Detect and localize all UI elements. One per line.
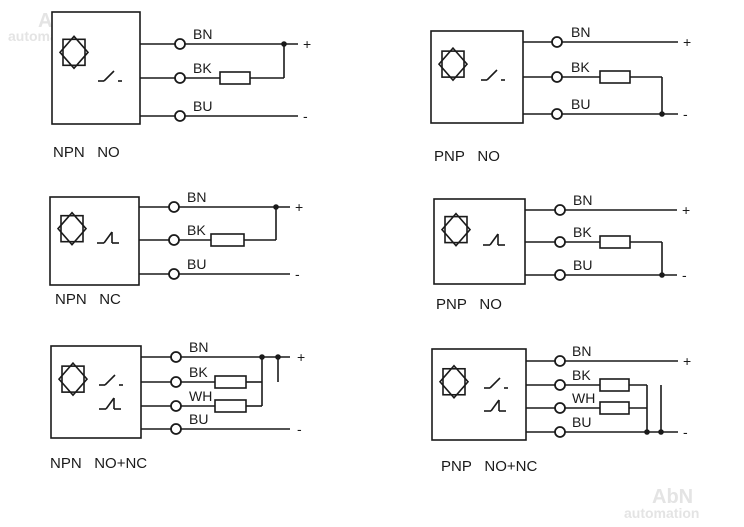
terminal-icon [174, 110, 186, 122]
wire-label: BU [572, 414, 591, 430]
terminal-icon [554, 204, 566, 216]
wire-label: BU [187, 256, 206, 272]
junction-dot [275, 354, 281, 360]
terminal-icon [551, 71, 563, 83]
normally-open-switch-icon [484, 377, 508, 389]
diagram-pnp-no: BN BK BU + - [430, 24, 691, 124]
junction-dot [259, 354, 265, 360]
wire-label: BK [571, 59, 590, 75]
sensor-symbol-icon [438, 364, 470, 399]
load-resistor [599, 235, 631, 249]
normally-open-switch-icon [99, 374, 123, 386]
terminal-icon [174, 38, 186, 50]
terminal-icon [168, 268, 180, 280]
wire-label: BU [571, 96, 590, 112]
normally-closed-switch-icon [99, 397, 121, 410]
terminal-icon [554, 355, 566, 367]
load-resistor [599, 401, 630, 415]
sensor-symbol-icon [56, 211, 88, 246]
diagram-npn-nc: BN BK BU + - [49, 189, 303, 286]
watermark-brand-bottom: AbN [652, 486, 693, 508]
supply-plus: + [683, 353, 691, 369]
diagram-npn-no-nc: BN BK WH BU + - [50, 339, 305, 439]
terminal-icon [174, 72, 186, 84]
normally-closed-switch-icon [97, 231, 119, 244]
normally-closed-switch-icon [484, 399, 506, 412]
load-resistor [599, 378, 630, 392]
supply-minus: - [683, 106, 688, 122]
caption-npn-no-nc: NPN NO+NC [50, 455, 148, 472]
wire-label: BN [193, 26, 212, 42]
wire-label: BN [187, 189, 206, 205]
normally-open-switch-icon [98, 70, 122, 82]
junction-dot [281, 41, 287, 47]
wire-label: BU [193, 98, 212, 114]
caption-pnp-no: PNP NO [434, 148, 500, 165]
wire-label: BU [189, 411, 208, 427]
load-resistor [599, 70, 631, 84]
terminal-icon [554, 236, 566, 248]
sensor-symbol-icon [57, 361, 89, 397]
diagram-npn-no: BN BK BU + - [51, 11, 311, 125]
supply-minus: - [295, 266, 300, 282]
terminal-icon [554, 379, 566, 391]
caption-pnp-no-nc: PNP NO+NC [441, 458, 538, 475]
supply-minus: - [683, 424, 688, 440]
terminal-icon [551, 108, 563, 120]
wire-label: BN [189, 339, 208, 355]
junction-dot [659, 272, 665, 278]
wire-label: BK [573, 224, 592, 240]
diagram-pnp-no-nc: BN BK WH BU + - [431, 343, 691, 441]
sensor-housing [51, 11, 141, 125]
terminal-icon [551, 36, 563, 48]
load-resistor [214, 375, 247, 389]
wire-label: WH [572, 390, 595, 406]
junction-dot [644, 429, 650, 435]
supply-plus: + [303, 36, 311, 52]
wire-label: BN [571, 24, 590, 40]
caption-npn-nc: NPN NC [55, 291, 121, 308]
terminal-icon [554, 402, 566, 414]
load-resistor [210, 233, 245, 247]
supply-plus: + [683, 34, 691, 50]
diagram-pnp-no-2: BN BK BU + - [433, 192, 690, 285]
terminal-icon [170, 423, 182, 435]
sensor-symbol-icon [437, 46, 469, 82]
wire-label: WH [189, 388, 212, 404]
terminal-icon [554, 426, 566, 438]
wire-label: BK [193, 60, 212, 76]
sensor-symbol-icon [58, 35, 90, 70]
terminal-icon [168, 234, 180, 246]
supply-minus: - [303, 108, 308, 124]
load-resistor [219, 71, 251, 85]
supply-plus: + [297, 349, 305, 365]
terminal-icon [554, 269, 566, 281]
junction-dot [659, 111, 665, 117]
supply-minus: - [682, 267, 687, 283]
wire-label: BK [572, 367, 591, 383]
terminal-icon [168, 201, 180, 213]
wire-label: BU [573, 257, 592, 273]
junction-dot [658, 429, 664, 435]
sensor-symbol-icon [440, 212, 472, 247]
normally-open-switch-icon [481, 69, 505, 81]
supply-minus: - [297, 421, 302, 437]
caption-pnp-no-second: PNP NO [436, 296, 502, 313]
wire-label: BK [189, 364, 208, 380]
terminal-icon [170, 351, 182, 363]
wire-label: BK [187, 222, 206, 238]
watermark-tagline-bottom: automation [624, 505, 699, 521]
wire-label: BN [572, 343, 591, 359]
sensor-housing [433, 198, 526, 285]
wire-label: BN [573, 192, 592, 208]
supply-plus: + [682, 202, 690, 218]
load-resistor [214, 399, 247, 413]
supply-plus: + [295, 199, 303, 215]
caption-npn-no: NPN NO [53, 144, 120, 161]
normally-closed-switch-icon [483, 233, 505, 246]
junction-dot [273, 204, 279, 210]
terminal-icon [170, 376, 182, 388]
terminal-icon [170, 400, 182, 412]
